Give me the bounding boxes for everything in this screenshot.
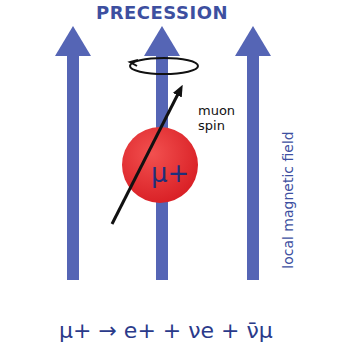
muon-circle: μ+ (122, 127, 198, 203)
field-arrows (55, 26, 271, 280)
loop-arrowhead (130, 60, 138, 66)
decay-equation: μ+ → e+ + νe + ν̄μ (59, 318, 273, 343)
precession-loop (130, 58, 198, 74)
particle-symbol: μ+ (151, 158, 189, 188)
diagram-title: PRECESSION (96, 2, 228, 23)
field-label: local magnetic field (280, 131, 296, 268)
spin-label: muon spin (198, 104, 242, 134)
